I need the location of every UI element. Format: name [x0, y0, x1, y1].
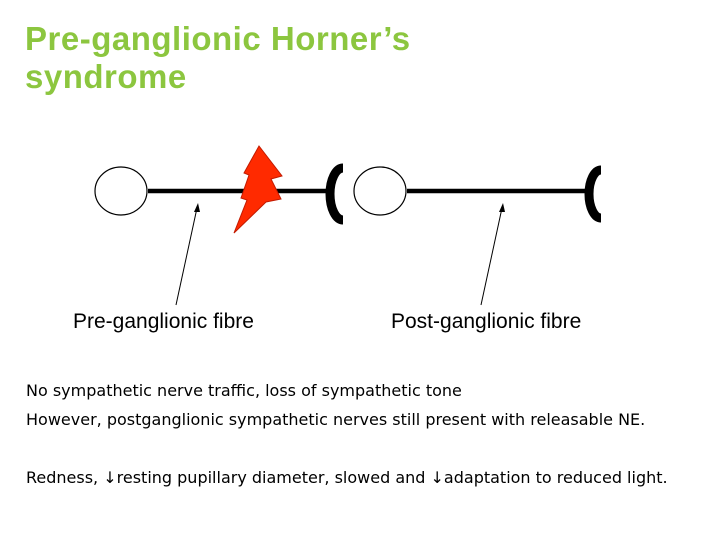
preganglionic-fibre-label: Pre-ganglionic fibre	[73, 310, 254, 333]
down-arrow-icon: ↓	[103, 468, 117, 487]
note-line-3-part-1: Redness,	[26, 468, 104, 487]
post-pointer-arrowhead	[499, 203, 505, 212]
postganglionic-fibre-label: Post-ganglionic fibre	[391, 310, 582, 333]
page-title: Pre-ganglionic Horner’s syndrome	[25, 20, 411, 96]
pre-pointer-arrowhead	[194, 203, 200, 212]
preganglionic-cell-body	[94, 166, 148, 216]
title-line-1: Pre-ganglionic Horner’s	[25, 20, 411, 57]
pre-pointer-line	[175, 207, 198, 306]
title-line-2: syndrome	[25, 58, 187, 95]
note-line-3: Redness, ↓resting pupillary diameter, sl…	[26, 468, 668, 487]
note-line-3-part-3: adaptation to reduced light.	[443, 468, 668, 487]
down-arrow-icon: ↓	[430, 468, 444, 487]
postganglionic-synapse	[584, 165, 602, 223]
note-line-1: No sympathetic nerve traffic, loss of sy…	[26, 381, 462, 400]
note-line-3-part-2: resting pupillary diameter, slowed and	[116, 468, 431, 487]
lightning-bolt-icon	[233, 145, 283, 234]
note-line-2: However, postganglionic sympathetic nerv…	[26, 410, 646, 429]
post-pointer-line	[480, 207, 503, 306]
preganglionic-synapse	[325, 163, 344, 225]
postganglionic-cell-body	[353, 166, 407, 216]
